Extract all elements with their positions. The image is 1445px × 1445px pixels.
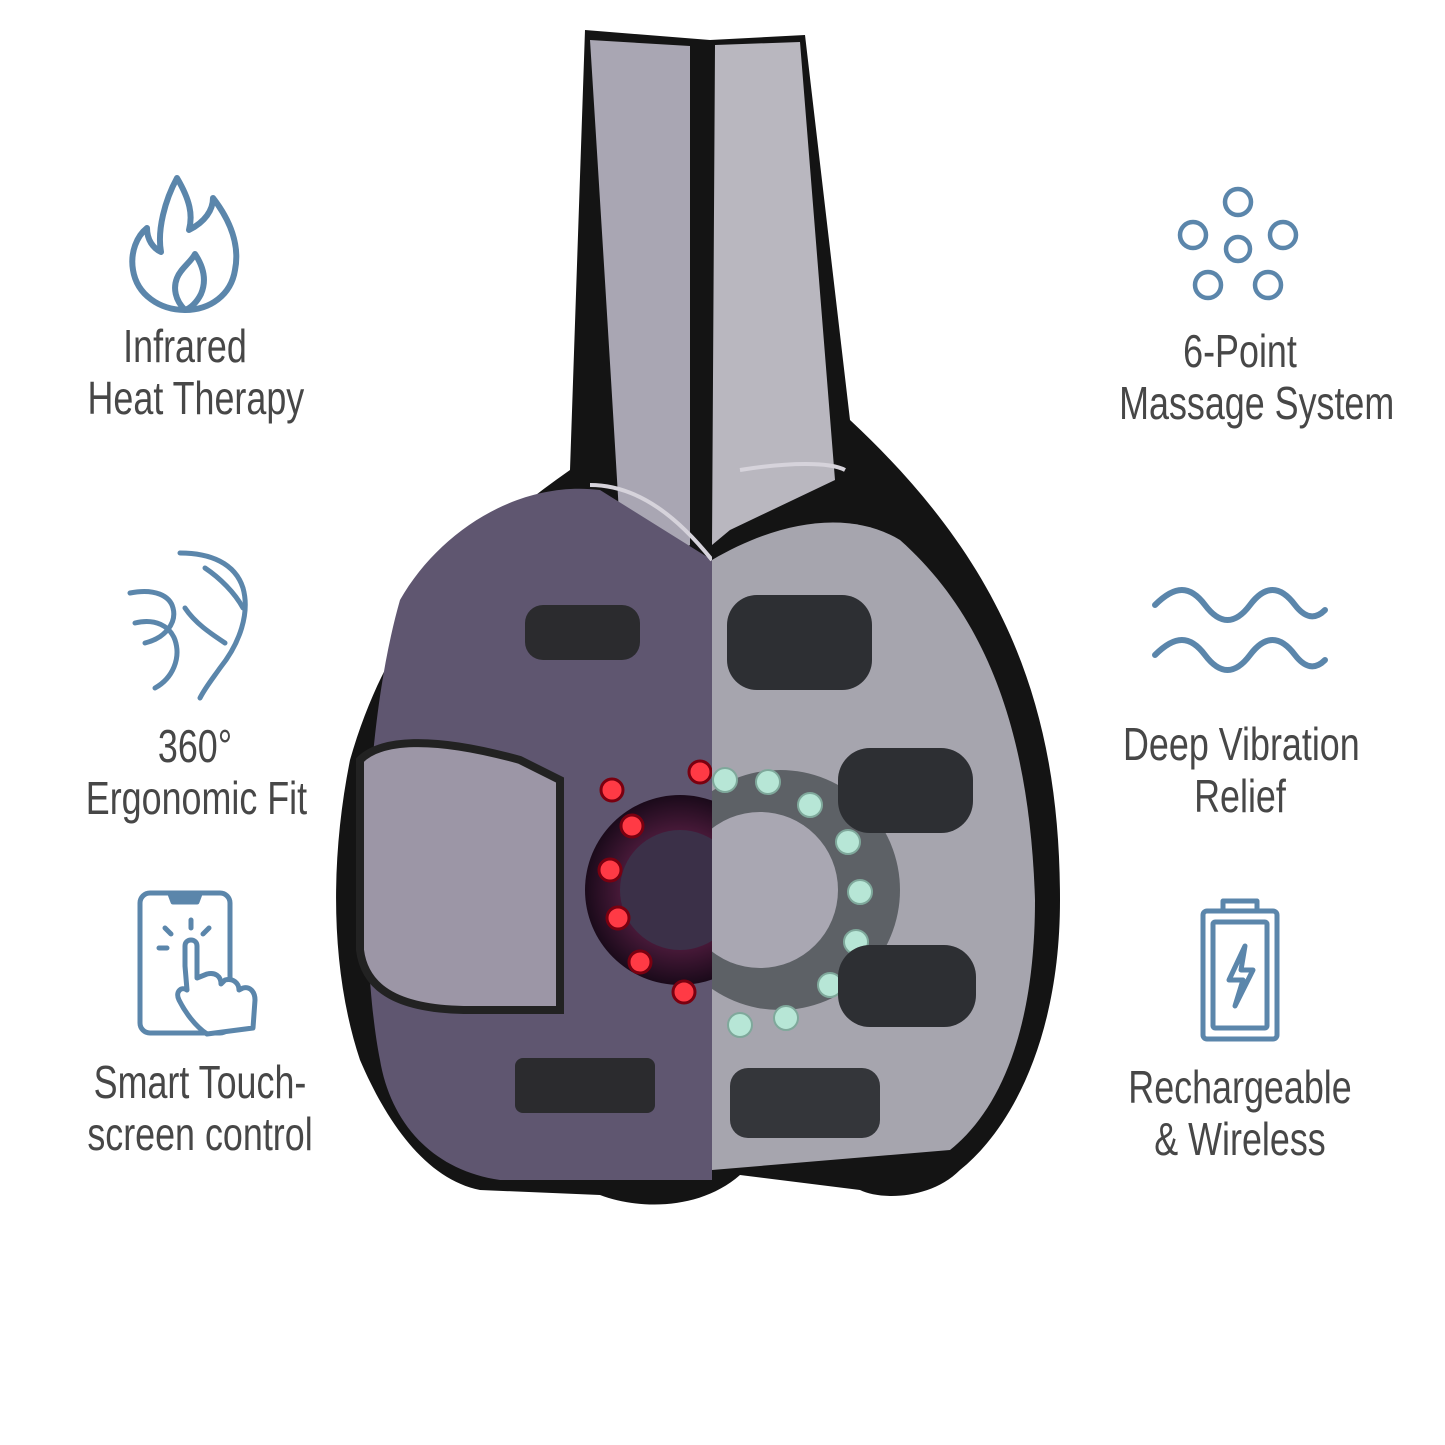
knee-fit-icon <box>125 548 265 708</box>
battery-icon <box>1195 898 1285 1043</box>
feature-ergonomic-fit: 360° Ergonomic Fit <box>55 548 335 824</box>
feature-label-line: Deep Vibration <box>1123 718 1360 770</box>
feature-label-line: screen control <box>87 1108 313 1160</box>
feature-6-point-massage: 6-Point Massage System <box>1085 185 1395 429</box>
touchscreen-icon <box>135 888 265 1038</box>
feature-label-line: Smart Touch- <box>93 1056 307 1108</box>
feature-label-line: Infrared <box>123 320 247 372</box>
feature-touchscreen: Smart Touch- screen control <box>55 888 345 1160</box>
feature-label-line: Ergonomic Fit <box>85 772 308 824</box>
feature-infrared-heat: Infrared Heat Therapy <box>60 170 310 424</box>
feature-label-line: 360° <box>157 720 233 772</box>
feature-label-line: Rechargeable <box>1128 1061 1352 1113</box>
feature-label-line: & Wireless <box>1154 1113 1326 1165</box>
feature-label-line: 6-Point <box>1183 325 1297 377</box>
feature-label-line: Heat Therapy <box>87 372 305 424</box>
feature-deep-vibration: Deep Vibration Relief <box>1090 580 1390 822</box>
feature-label-line: Relief <box>1194 770 1286 822</box>
feature-label-line: Massage System <box>1119 377 1395 429</box>
flame-icon <box>115 170 255 320</box>
feature-rechargeable: Rechargeable & Wireless <box>1090 898 1390 1165</box>
massage-points-icon <box>1175 185 1305 305</box>
vibration-waves-icon <box>1150 580 1330 690</box>
